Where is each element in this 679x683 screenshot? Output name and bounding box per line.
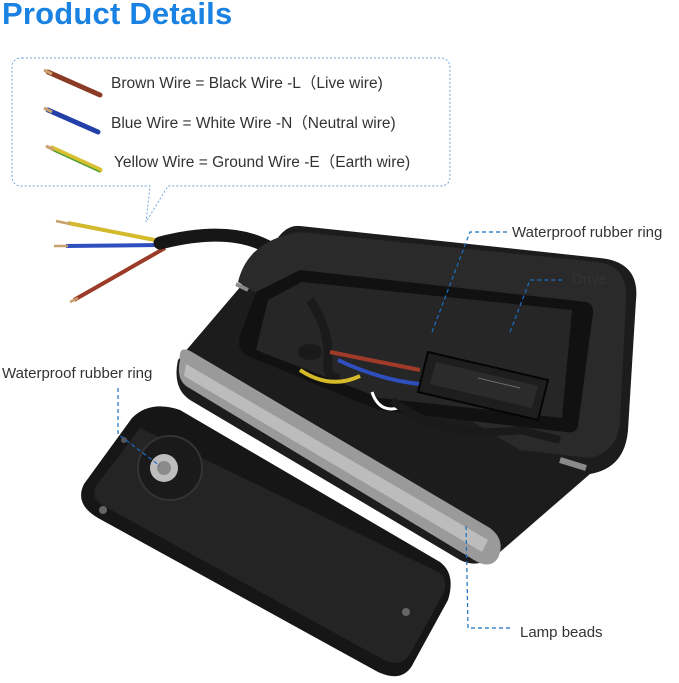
legend-yellow-wire: Yellow Wire = Ground Wire -E（Earth wire) [114, 154, 411, 171]
yellow-wire-swatch-icon [45, 144, 103, 173]
internal-wiring [298, 297, 561, 444]
label-lamp-beads: Lamp beads [520, 624, 603, 641]
wire-legend: Brown Wire = Black Wire -L（Live wire) Bl… [10, 57, 449, 187]
legend-brown-wire: Brown Wire = Black Wire -L（Live wire) [111, 75, 383, 92]
driver-module [416, 350, 550, 422]
blue-wire-swatch-icon [43, 106, 101, 135]
brown-wire-swatch-icon [43, 68, 103, 98]
label-waterproof-rubber-ring-top: Waterproof rubber ring [512, 224, 663, 241]
leader-lines [117, 231, 562, 629]
legend-bubble [11, 57, 451, 223]
label-drive: Drive [572, 271, 608, 288]
label-waterproof-rubber-ring-left: Waterproof rubber ring [2, 365, 153, 382]
page-title: Product Details [2, 0, 233, 31]
back-cover [81, 406, 451, 677]
legend-blue-wire: Blue Wire = White Wire -N（Neutral wire) [111, 115, 396, 132]
lamp-housing [176, 225, 637, 565]
